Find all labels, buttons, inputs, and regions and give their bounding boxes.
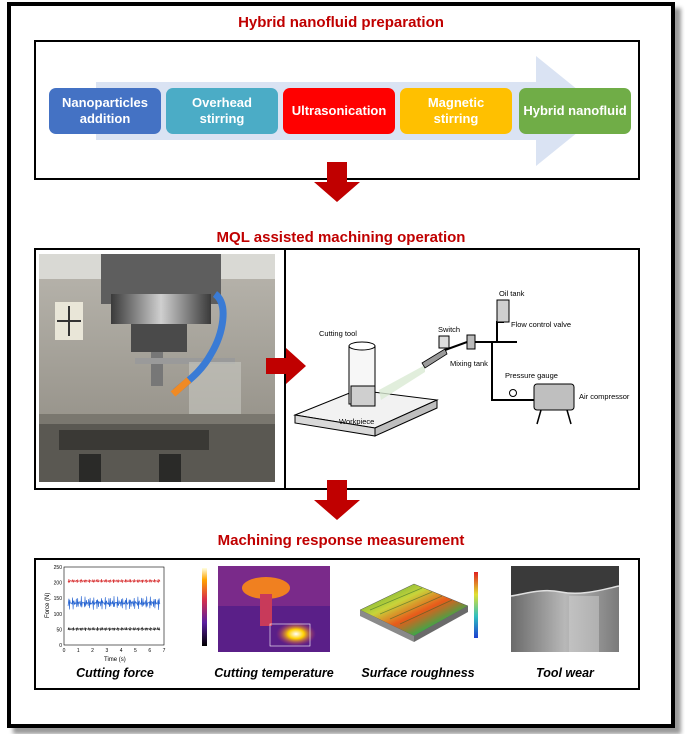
force-plot: Force (N) Time (s) 0 50 100 150 200 250 0 1 2 3 4… [45,565,166,663]
down-arrow-1 [314,162,360,202]
step-nanoparticles-addition: Nanoparticles addition [49,88,161,134]
force-trace-red [67,578,161,584]
force-xtick-label: 6 [148,648,151,654]
label-workpiece: Workpiece [339,417,374,426]
label-mixing-tank: Mixing tank [450,359,488,368]
oil-tank-icon [496,299,510,323]
force-xtick-label: 7 [163,648,166,654]
caption-cutting-temperature: Cutting temperature [214,666,334,680]
force-ytick-label: 100 [54,612,63,618]
mql-schematic: Oil tank Flow control valve Switch Mixin… [293,289,630,437]
caption-surface-roughness: Surface roughness [361,666,475,680]
force-ytick-label: 200 [54,581,63,587]
force-trace-blue [67,596,161,610]
section-title-mql: MQL assisted machining operation [216,229,466,246]
force-xtick-label: 3 [105,648,108,654]
force-xtick-label: 4 [120,648,123,654]
label-air-compressor: Air compressor [579,392,630,401]
label-cutting-tool: Cutting tool [319,329,357,338]
label-flow-control-valve: Flow control valve [511,320,571,329]
caption-cutting-force: Cutting force [76,666,154,680]
force-ytick-label: 150 [54,596,63,602]
roughness-surface [359,572,478,642]
tool-wear-micrograph [511,566,619,652]
force-xtick-label: 2 [91,648,94,654]
force-trace-black [67,626,161,632]
force-ytick-label: 0 [59,643,62,649]
section-title-measurement: Machining response measurement [217,532,465,549]
force-ylabel: Force (N) [45,593,51,618]
pressure-gauge-icon [509,389,517,397]
force-xtick-label: 1 [77,648,80,654]
force-xlabel: Time (s) [104,657,126,663]
down-arrow-2 [314,480,360,520]
right-arrow [266,348,306,384]
step-ultrasonication: Ultrasonication [283,88,395,134]
section-title-preparation: Hybrid nanofluid preparation [238,14,444,31]
thermal-image [202,566,330,652]
mist-spray [379,365,425,400]
force-ytick-label: 250 [54,565,63,571]
step-overhead-stirring: Overhead stirring [166,88,278,134]
label-switch: Switch [438,325,460,334]
label-oil-tank: Oil tank [499,289,525,298]
step-hybrid-nanofluid: Hybrid nanofluid [519,88,631,134]
force-xtick-label: 0 [63,648,66,654]
force-xtick-label: 5 [134,648,137,654]
preparation-panel: Nanoparticles addition Overhead stirring… [34,40,640,180]
step-magnetic-stirring: Magnetic stirring [400,88,512,134]
force-ytick-label: 50 [56,627,62,633]
machine-photo [39,254,275,482]
nozzle [421,348,448,369]
label-pressure-gauge: Pressure gauge [505,371,558,380]
caption-tool-wear: Tool wear [536,666,594,680]
air-compressor-icon [533,383,575,411]
mixing-tank-icon [438,335,450,349]
